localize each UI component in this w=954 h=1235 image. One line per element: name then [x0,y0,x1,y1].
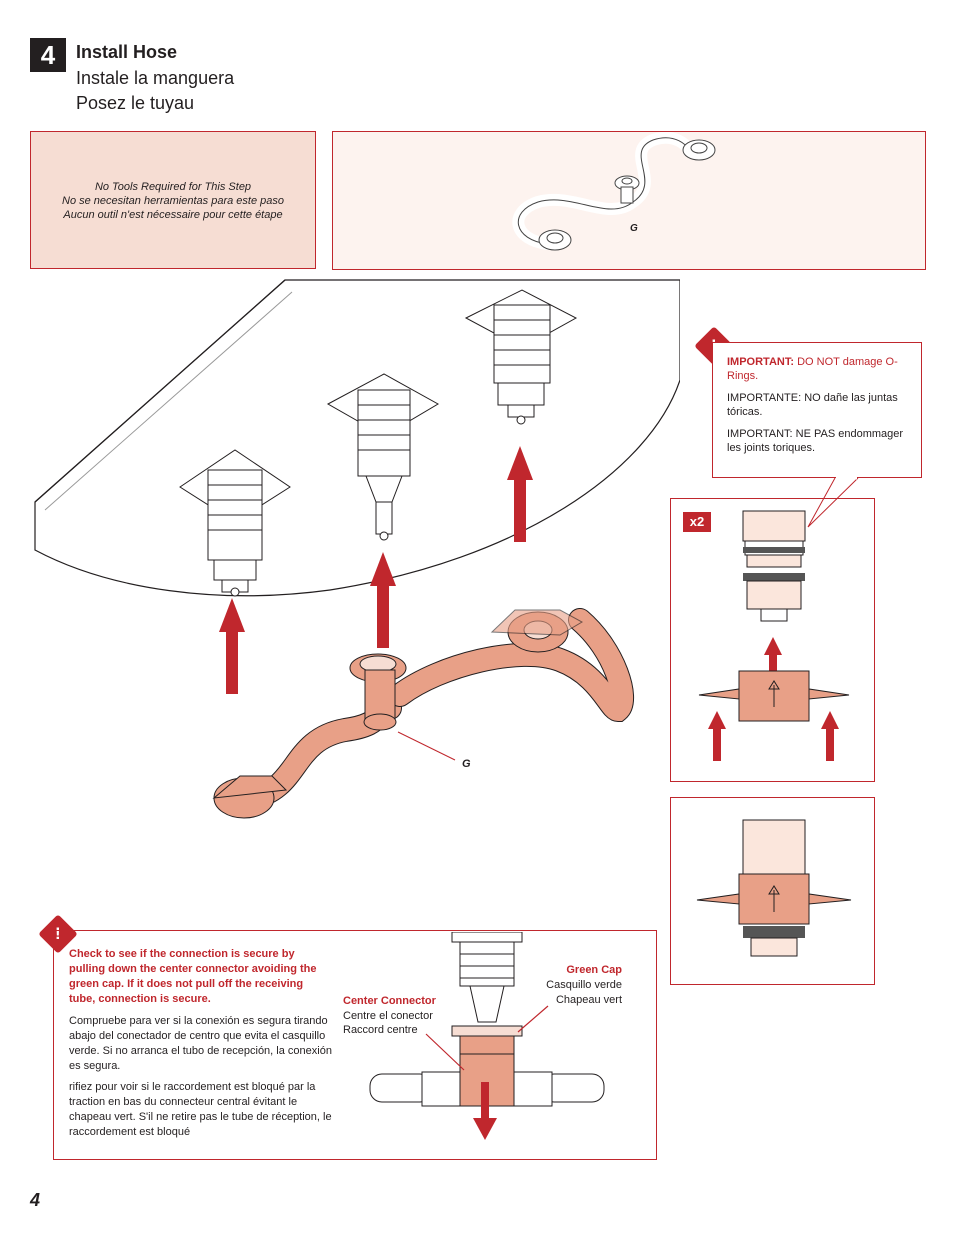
check-text-es: Compruebe para ver si la conexión es seg… [69,1015,332,1072]
step-title-fr: Posez le tuyau [76,93,195,113]
valve-right [464,289,578,425]
valve-middle [326,373,440,541]
green-cap-label-fr: Chapeau vert [555,994,622,1006]
check-text-fr: rifiez pour voir si le raccordement est … [69,1081,332,1138]
main-install-illustration [34,279,680,819]
step-title-en: Install Hose [76,42,178,62]
step-title-es: Instale la manguera [76,68,235,88]
assembled-detail-panel [670,797,875,985]
up-arrow-left [219,598,245,694]
center-connector-label-fr: Raccord centre [343,1024,418,1036]
check-text-en: Check to see if the connection is secure… [69,948,317,1005]
important-fr: IMPORTANT: NE PAS endommager les joints … [727,428,904,454]
center-connector-label-en: Center Connector [343,995,436,1007]
parts-panel: G [332,131,926,270]
valve-left [179,449,291,597]
tools-line-es: No se necesitan herramientas para este p… [62,195,284,207]
assembled-detail-illustration [696,819,852,957]
hose [212,608,634,819]
multiplier-badge: x2 [683,512,711,532]
center-connector-label-es: Centre el conector [343,1010,433,1022]
tools-text: No Tools Required for This Step No se ne… [31,180,315,222]
step-number: 4 [30,38,66,72]
page-number: 4 [30,1190,41,1210]
green-cap-label-en: Green Cap [566,964,622,976]
connection-check-illustration [369,932,605,1140]
parts-label-g: G [630,223,638,234]
green-cap-label-es: Casquillo verde [546,979,622,991]
important-es: IMPORTANTE: NO dañe las juntas tóricas. [727,392,898,418]
important-callout: IMPORTANT: DO NOT damage O-Rings. IMPORT… [712,342,922,478]
important-en: IMPORTANT: DO NOT damage O-Rings. [727,356,898,382]
check-connection-panel [53,930,657,1160]
callout-pointer [807,477,859,528]
cartridge-detail-panel [670,498,875,782]
main-label-g: G [462,758,471,770]
up-arrow-middle [370,552,396,648]
cartridge-detail-illustration [698,510,850,761]
hose-parts-illustration [512,131,716,251]
tools-line-fr: Aucun outil n'est nécessaire pour cette … [63,209,283,221]
up-arrow-right [507,446,533,542]
tools-panel: No Tools Required for This Step No se ne… [30,131,316,269]
tools-line-en: No Tools Required for This Step [94,181,252,193]
